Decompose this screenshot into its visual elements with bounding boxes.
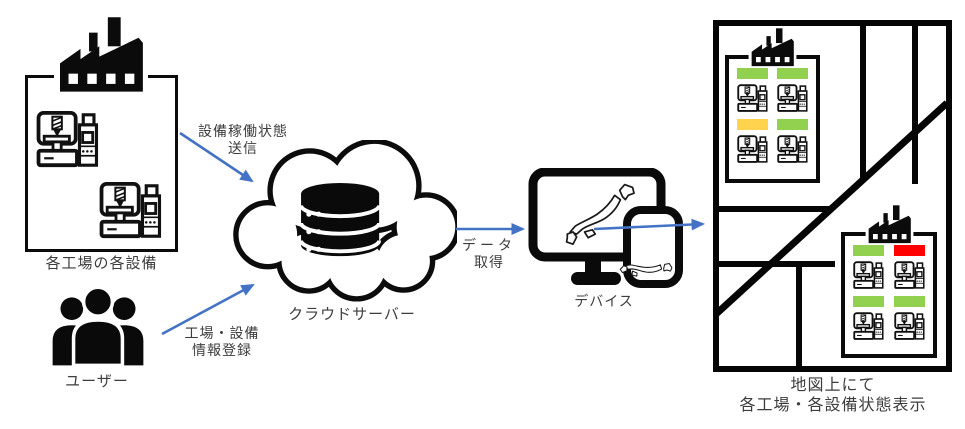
status-bar bbox=[737, 68, 768, 79]
register-info-label-line2: 情報登録 bbox=[192, 341, 252, 358]
monitor-base bbox=[571, 272, 621, 285]
equipment-cell bbox=[893, 296, 926, 343]
machine-icon bbox=[777, 82, 808, 115]
equipment-cell bbox=[736, 68, 769, 115]
status-bar bbox=[737, 119, 768, 130]
map-caption-line2: 各工場・各設備状態表示 bbox=[739, 397, 927, 414]
status-bar bbox=[777, 119, 808, 130]
equipment-cell bbox=[852, 296, 885, 343]
fetch-data-label-line2: 取得 bbox=[474, 253, 504, 270]
machine-icon bbox=[853, 310, 884, 343]
machine-icon bbox=[894, 259, 925, 292]
factory-icon bbox=[54, 14, 148, 94]
status-bar bbox=[777, 68, 808, 79]
status-bar bbox=[893, 245, 925, 256]
register-info-label: 工場・設備 情報登録 bbox=[162, 325, 282, 359]
machine-icon bbox=[737, 82, 768, 115]
database-icon bbox=[299, 182, 382, 257]
machine-icon bbox=[737, 133, 768, 166]
users-caption: ユーザー bbox=[65, 373, 129, 390]
factory-icon bbox=[746, 27, 799, 67]
map-panel bbox=[713, 20, 952, 372]
users-icon bbox=[50, 282, 146, 372]
machine-icon bbox=[777, 133, 808, 166]
machine-icon bbox=[894, 310, 925, 343]
map-roads bbox=[719, 26, 946, 366]
fetch-data-label-line1: データ bbox=[462, 237, 516, 253]
cloud-caption: クラウドサーバー bbox=[288, 306, 416, 323]
factory-box-caption: 各工場の各設備 bbox=[45, 255, 158, 272]
equipment-cell bbox=[776, 68, 809, 115]
monitor-icon bbox=[528, 168, 683, 290]
register-info-label-line1: 工場・設備 bbox=[184, 325, 260, 341]
send-status-label-line1: 設備稼働状態 bbox=[198, 123, 288, 139]
device-caption: デバイス bbox=[574, 293, 634, 309]
equipment-cell bbox=[852, 245, 885, 292]
machine-icon bbox=[99, 179, 162, 243]
factory-equipment-box bbox=[25, 75, 178, 252]
equipment-cell bbox=[893, 245, 926, 292]
factory-icon bbox=[863, 204, 916, 244]
status-bar bbox=[853, 296, 885, 307]
smartphone-icon bbox=[618, 206, 683, 290]
status-bar bbox=[853, 245, 885, 256]
map-factory-bottom-right bbox=[841, 232, 937, 358]
fetch-data-label: データ 取得 bbox=[449, 237, 529, 271]
equipment-cell bbox=[736, 119, 769, 166]
machine-icon bbox=[853, 259, 884, 292]
map-caption-line1: 地図上にて bbox=[790, 377, 876, 394]
send-status-label-line2: 送信 bbox=[228, 139, 258, 156]
map-factory-top-left bbox=[725, 55, 820, 183]
status-bar bbox=[893, 296, 925, 307]
equipment-cell bbox=[776, 119, 809, 166]
machine-icon bbox=[36, 107, 99, 173]
map-caption: 地図上にて 各工場・各設備状態表示 bbox=[703, 376, 963, 416]
cloud-icon bbox=[233, 140, 457, 302]
send-status-label: 設備稼働状態 送信 bbox=[183, 123, 303, 157]
